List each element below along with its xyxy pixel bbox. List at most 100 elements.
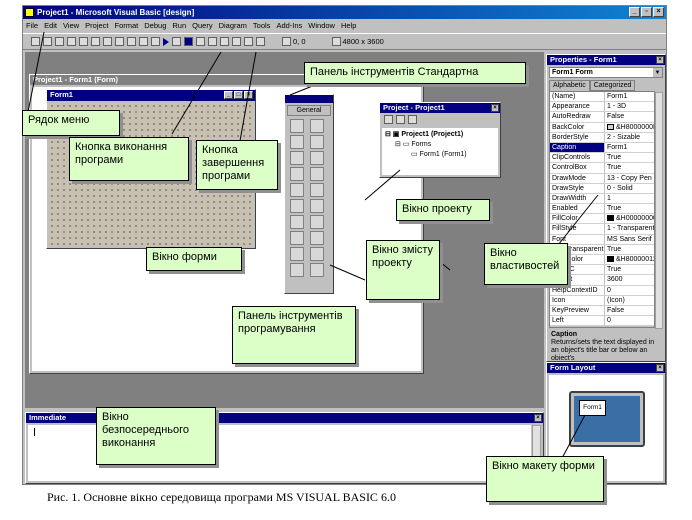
form-layout-icon[interactable]: [220, 37, 229, 46]
commandbutton-tool-icon[interactable]: [310, 151, 324, 165]
property-value[interactable]: &H8000000F: [605, 123, 654, 132]
paste-icon[interactable]: [115, 37, 124, 46]
property-row[interactable]: (Name)Form1: [550, 92, 654, 103]
property-value[interactable]: 0: [607, 286, 611, 294]
property-value[interactable]: &H00000000: [605, 214, 654, 223]
property-value[interactable]: 1: [607, 194, 611, 202]
property-row[interactable]: FillColor&H00000000: [550, 214, 654, 225]
property-value[interactable]: 1 - 3D: [607, 103, 627, 111]
tab-alphabetic[interactable]: Alphabetic: [549, 80, 590, 91]
image-tool-icon[interactable]: [290, 263, 304, 277]
menu-item-tools[interactable]: Tools: [252, 21, 271, 30]
hscrollbar-tool-icon[interactable]: [290, 199, 304, 213]
add-project-icon[interactable]: [31, 37, 40, 46]
menu-item-edit[interactable]: Edit: [44, 21, 58, 30]
pointer-tool-icon[interactable]: [290, 119, 304, 133]
shape-tool-icon[interactable]: [290, 247, 304, 261]
close-icon[interactable]: ×: [656, 364, 664, 372]
property-value[interactable]: True: [607, 164, 622, 172]
property-value[interactable]: True: [607, 205, 622, 213]
cut-icon[interactable]: [91, 37, 100, 46]
form-maximize-icon[interactable]: □: [234, 91, 243, 99]
menu-item-view[interactable]: View: [63, 21, 80, 30]
picturebox-tool-icon[interactable]: [310, 119, 324, 133]
toggle-folders-icon[interactable]: [408, 115, 417, 124]
close-icon[interactable]: ×: [534, 414, 542, 422]
open-icon[interactable]: [67, 37, 76, 46]
optionbutton-tool-icon[interactable]: [310, 167, 324, 181]
mini-form[interactable]: Form1: [579, 400, 606, 416]
property-value[interactable]: 2 - Sizable: [607, 133, 641, 141]
menu-item-addins[interactable]: Add-Ins: [276, 21, 303, 30]
property-value[interactable]: Form1: [607, 143, 628, 151]
property-value[interactable]: 0: [607, 317, 611, 325]
property-value[interactable]: (Icon): [607, 296, 625, 304]
timer-tool-icon[interactable]: [290, 215, 304, 229]
property-value[interactable]: 3600: [607, 276, 623, 284]
object-selector[interactable]: Form1 Form ▼: [549, 67, 663, 78]
undo-icon[interactable]: [139, 37, 148, 46]
tab-categorized[interactable]: Categorized: [589, 80, 636, 91]
menu-item-query[interactable]: Query: [192, 21, 213, 30]
toolbox-general-tab[interactable]: General: [287, 105, 331, 116]
chevron-down-icon[interactable]: ▼: [653, 68, 662, 77]
property-row[interactable]: BackColor&H8000000F: [550, 122, 654, 133]
save-icon[interactable]: [79, 37, 88, 46]
property-value[interactable]: MS Sans Serif: [607, 235, 652, 243]
line-tool-icon[interactable]: [310, 247, 324, 261]
find-icon[interactable]: [127, 37, 136, 46]
property-value[interactable]: 0 - Solid: [607, 184, 633, 192]
property-value[interactable]: Form1: [607, 93, 628, 100]
properties-icon[interactable]: [208, 37, 217, 46]
property-value[interactable]: True: [607, 266, 622, 274]
property-value[interactable]: True: [607, 245, 622, 253]
property-value[interactable]: False: [607, 113, 625, 121]
view-object-icon[interactable]: [396, 115, 405, 124]
pause-icon[interactable]: [172, 37, 181, 46]
copy-icon[interactable]: [103, 37, 112, 46]
drivelistbox-tool-icon[interactable]: [310, 215, 324, 229]
close-button[interactable]: ×: [653, 7, 664, 17]
view-code-icon[interactable]: [384, 115, 393, 124]
property-row[interactable]: Icon(Icon): [550, 295, 654, 306]
label-tool-icon[interactable]: [290, 135, 304, 149]
redo-icon[interactable]: [151, 37, 160, 46]
textbox-tool-icon[interactable]: [310, 135, 324, 149]
close-icon[interactable]: ×: [491, 104, 499, 112]
property-value[interactable]: &H80000012: [605, 255, 654, 264]
properties-scrollbar[interactable]: [655, 92, 663, 329]
property-value[interactable]: False: [607, 306, 625, 314]
project-explorer-icon[interactable]: [196, 37, 205, 46]
listbox-tool-icon[interactable]: [310, 183, 324, 197]
object-browser-icon[interactable]: [232, 37, 241, 46]
project-root-node[interactable]: ⊟ ▣ Project1 (Project1): [385, 131, 464, 138]
property-value[interactable]: 13 - Copy Pen: [607, 174, 652, 182]
form-close-icon[interactable]: ×: [244, 91, 253, 99]
stop-icon[interactable]: [184, 37, 193, 46]
filelistbox-tool-icon[interactable]: [310, 231, 324, 245]
menu-editor-icon[interactable]: [55, 37, 64, 46]
restore-button[interactable]: ▫: [641, 7, 652, 17]
menu-item-run[interactable]: Run: [172, 21, 187, 30]
forms-folder-node[interactable]: ⊟ ▭ Forms: [395, 141, 432, 148]
close-icon[interactable]: ×: [656, 56, 664, 64]
frame-tool-icon[interactable]: [290, 151, 304, 165]
data-tool-icon[interactable]: [310, 263, 324, 277]
form1-node[interactable]: ▭ Form1 (Form1): [411, 151, 467, 158]
menu-item-project[interactable]: Project: [85, 21, 109, 30]
menu-item-window[interactable]: Window: [308, 21, 335, 30]
add-form-icon[interactable]: [43, 37, 52, 46]
run-icon[interactable]: [163, 37, 169, 46]
property-value[interactable]: 1 - Transparent: [607, 225, 654, 233]
menu-item-format[interactable]: Format: [114, 21, 139, 30]
